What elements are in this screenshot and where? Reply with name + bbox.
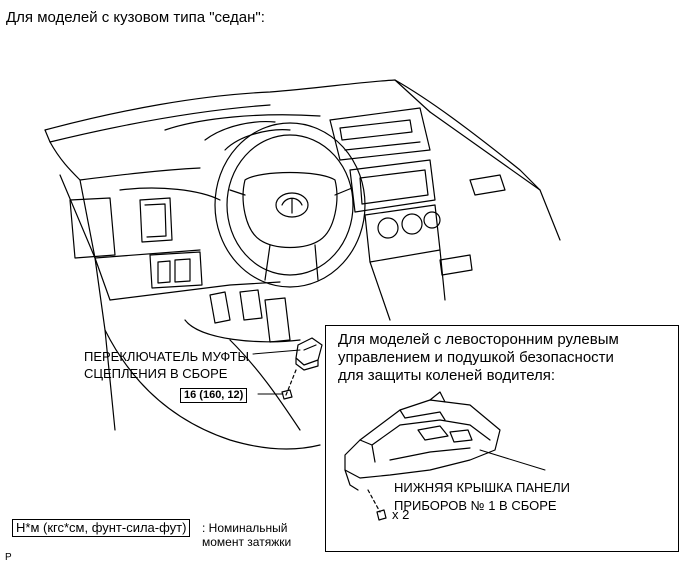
steering-wheel bbox=[204, 120, 366, 288]
leader-lines bbox=[252, 349, 301, 395]
lower-cover-part bbox=[344, 391, 546, 521]
lower-cover-label: НИЖНЯЯ КРЫШКА ПАНЕЛИ ПРИБОРОВ № 1 В СБОР… bbox=[394, 480, 570, 513]
clutch-switch-part bbox=[281, 337, 323, 400]
center-console bbox=[329, 107, 561, 321]
corner-mark: P bbox=[5, 552, 12, 563]
inset-panel: Для моделей с левосторонним рулевым упра… bbox=[325, 325, 679, 552]
page-title: Для моделей с кузовом типа "седан": bbox=[6, 9, 265, 26]
floor-outline bbox=[104, 329, 321, 450]
torque-spec-box: 16 (160, 12) bbox=[180, 388, 248, 403]
fastener-quantity: x 2 bbox=[392, 507, 410, 522]
inset-heading: Для моделей с левосторонним рулевым упра… bbox=[338, 331, 619, 384]
clutch-switch-label: ПЕРЕКЛЮЧАТЕЛЬ МУФТЫ СЦЕПЛЕНИЯ В СБОРЕ bbox=[84, 349, 250, 381]
pedals bbox=[184, 289, 301, 343]
legend-description: : Номинальный момент затяжки bbox=[202, 521, 292, 549]
torque-unit-box: Н*м (кгс*см, фунт-сила-фут) bbox=[12, 519, 191, 537]
dashboard-outline bbox=[44, 79, 541, 431]
